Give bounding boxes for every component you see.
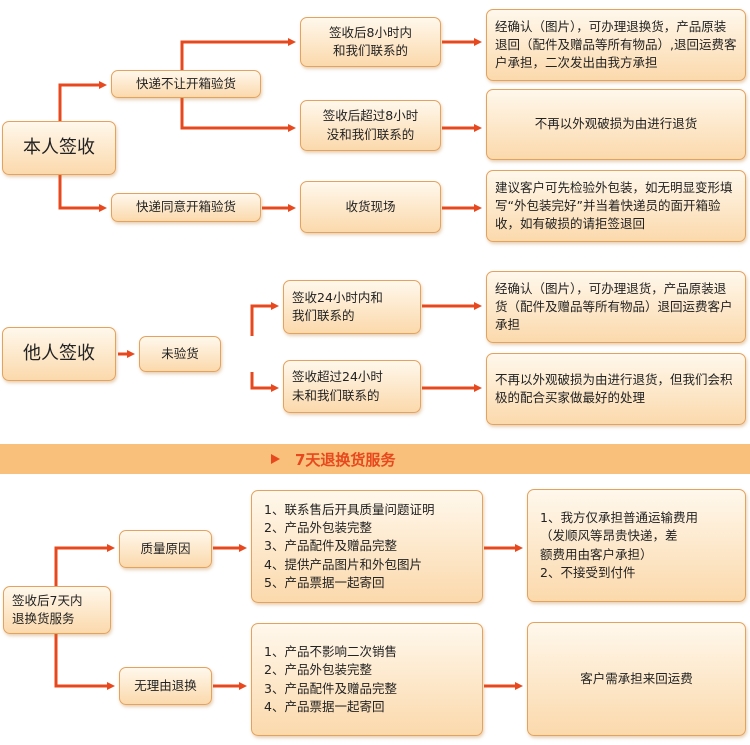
connector xyxy=(180,98,296,132)
node-contact-within-24h: 签收24小时内和 我们联系的 xyxy=(283,280,421,334)
result-return-accepted: 经确认（图片），可办理退换货，产品原装退回（配件及赠品等所有物品）,退回运费客户… xyxy=(486,9,746,81)
connector xyxy=(250,372,279,392)
node-contact-within-8h: 签收后8小时内 和我们联系的 xyxy=(300,17,441,67)
node-no-open-inspection: 快递不让开箱验货 xyxy=(111,70,261,98)
node-other-signed: 他人签收 xyxy=(2,327,116,381)
banner-title: 7天退换货服务 xyxy=(295,451,396,469)
connector xyxy=(54,544,115,586)
node-no-contact-after-8h: 签收后超过8小时 没和我们联系的 xyxy=(300,100,441,151)
connector xyxy=(58,175,107,212)
connector xyxy=(58,81,107,121)
play-arrow-icon xyxy=(271,454,280,464)
connector xyxy=(54,634,115,690)
node-open-inspection-allowed: 快递同意开箱验货 xyxy=(111,193,261,222)
result-no-return-appearance: 不再以外观破损为由进行退货 xyxy=(486,89,746,160)
connector xyxy=(250,302,279,336)
node-receiving-site: 收货现场 xyxy=(300,181,441,233)
result-no-return-cooperate: 不再以外观破损为由进行退货，但我们会积极的配合买家做最好的处理 xyxy=(486,353,746,425)
connector xyxy=(180,38,296,70)
result-customer-pays-shipping: 客户需承担来回运费 xyxy=(527,622,746,736)
node-not-inspected: 未验货 xyxy=(139,336,221,372)
node-quality-reason: 质量原因 xyxy=(119,530,212,568)
conditions-no-reason: 1、产品不影响二次销售 2、产品外包装完整 3、产品配件及赠品完整 4、产品票据… xyxy=(251,623,483,736)
section-banner: 7天退换货服务 xyxy=(0,444,750,474)
result-inspect-advice: 建议客户可先检验外包装，如无明显变形填写“外包装完好”并当着快递员的面开箱验收，… xyxy=(486,170,746,242)
node-7day-return-service: 签收后7天内 退换货服务 xyxy=(3,586,111,634)
result-quality-shipping: 1、我方仅承担普通运输费用 （发顺风等昂贵快递，差 额费用由客户承担） 2、不接… xyxy=(527,489,746,602)
node-self-signed: 本人签收 xyxy=(2,121,116,175)
node-no-contact-after-24h: 签收超过24小时 未和我们联系的 xyxy=(283,360,421,413)
result-return-accepted-other: 经确认（图片），可办理退货，产品原装退货（配件及赠品等所有物品）退回运费客户承担 xyxy=(486,271,746,343)
node-no-reason-return: 无理由退换 xyxy=(119,667,212,705)
conditions-quality: 1、联系售后开具质量问题证明 2、产品外包装完整 3、产品配件及赠品完整 4、提… xyxy=(251,490,483,603)
